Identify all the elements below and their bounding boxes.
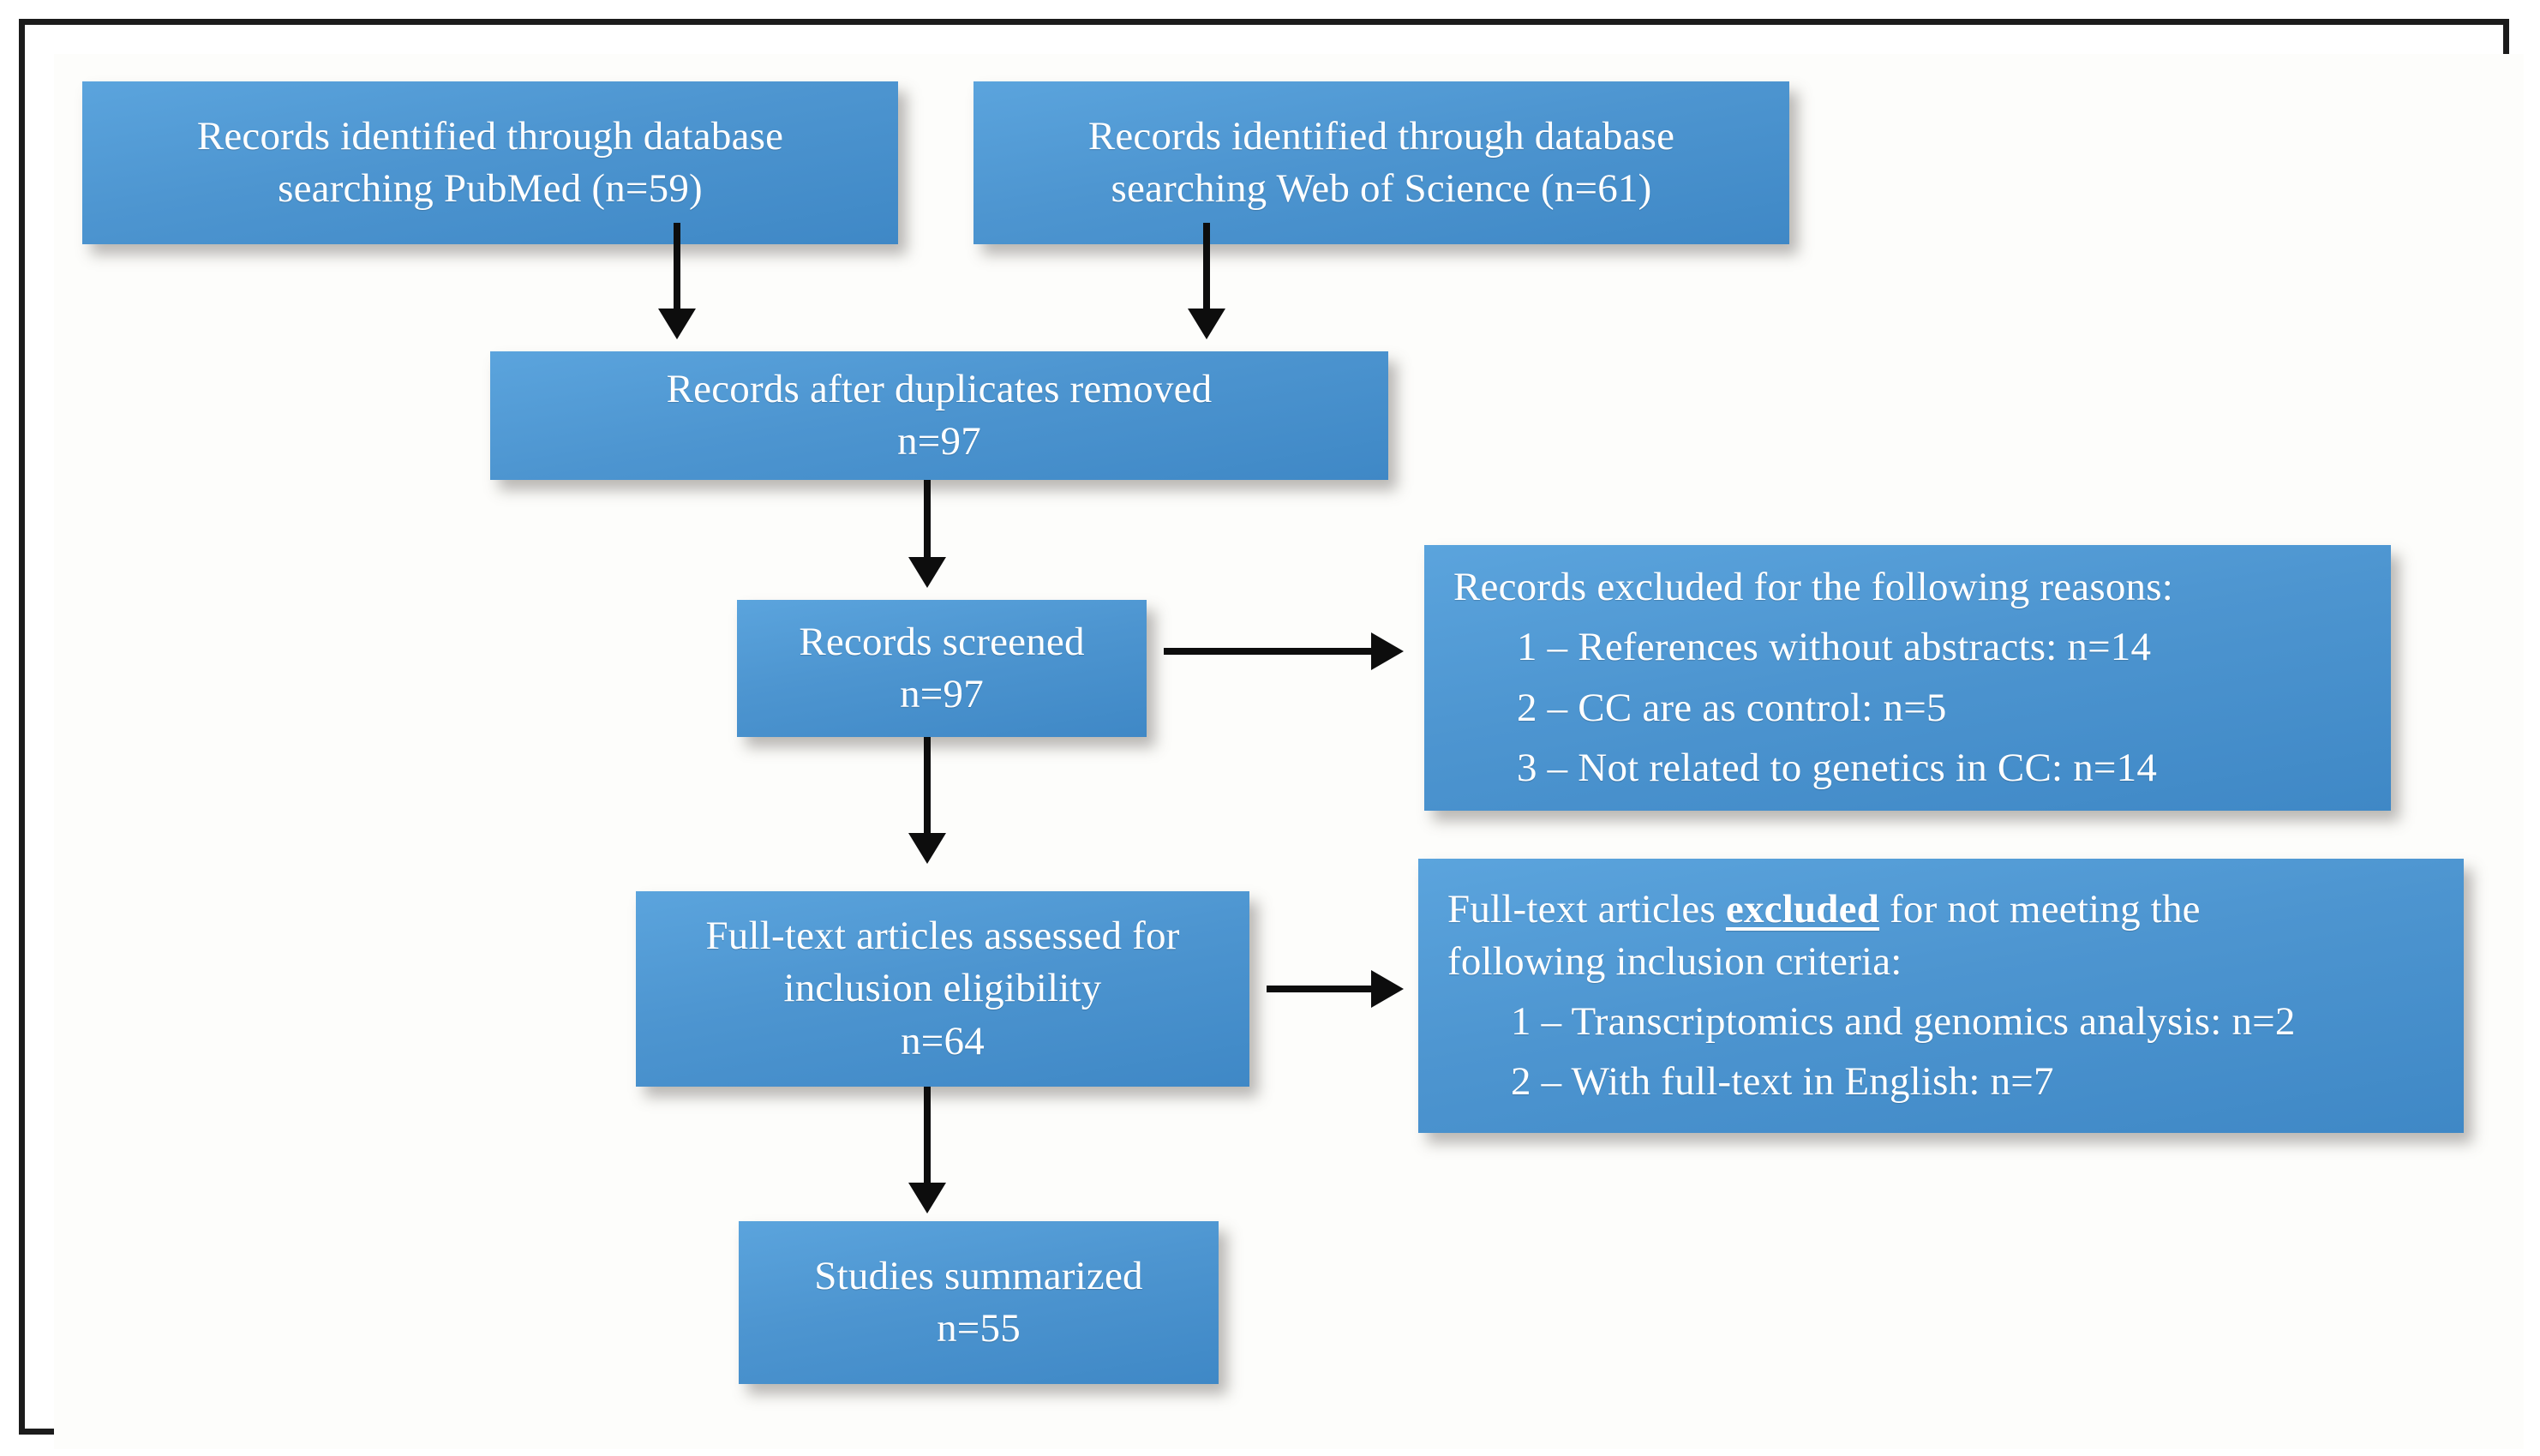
node-fulltext-assessed[interactable]: Full-text articles assessed for inclusio… <box>636 891 1249 1087</box>
node-fulltext-excluded-item-2: 2 – With full-text in English: n=7 <box>1511 1059 2054 1105</box>
connector-screened-to-fulltext <box>924 737 931 840</box>
arrowhead-duplicates-to-screened <box>908 557 946 588</box>
node-records-pubmed-line2: searching PubMed (n=59) <box>278 166 703 211</box>
connector-duplicates-to-screened <box>924 480 931 566</box>
arrowhead-screened-to-fulltext <box>908 833 946 864</box>
node-fulltext-excluded-heading-emphasis: excluded <box>1725 886 1880 932</box>
node-records-wos-line1: Records identified through database <box>1087 113 1675 159</box>
arrowhead-wos-to-duplicates <box>1188 309 1225 339</box>
arrowhead-screened-to-excluded <box>1371 632 1404 670</box>
node-fulltext-excluded-heading-line1: Full-text articles excluded for not meet… <box>1447 884 2201 936</box>
node-studies-summarized-line2: n=55 <box>937 1306 1021 1351</box>
connector-wos-to-duplicates <box>1203 223 1210 317</box>
node-records-screened-line2: n=97 <box>900 672 984 716</box>
node-records-excluded-item-3: 3 – Not related to genetics in CC: n=14 <box>1517 745 2158 790</box>
connector-pubmed-to-duplicates <box>674 223 680 317</box>
node-fulltext-excluded-heading-line2: following inclusion criteria: <box>1447 938 1902 984</box>
node-duplicates-removed-line2: n=97 <box>897 419 981 464</box>
node-records-excluded-item-1: 1 – References without abstracts: n=14 <box>1517 625 2152 670</box>
node-records-screened[interactable]: Records screened n=97 <box>737 600 1147 737</box>
node-records-pubmed[interactable]: Records identified through database sear… <box>82 81 898 244</box>
node-fulltext-excluded[interactable]: Full-text articles excluded for not meet… <box>1418 859 2464 1133</box>
node-records-excluded-item-2: 2 – CC are as control: n=5 <box>1517 685 1947 730</box>
node-duplicates-removed-line1: Records after duplicates removed <box>666 366 1213 411</box>
node-fulltext-assessed-line1: Full-text articles assessed for <box>705 914 1180 959</box>
connector-fulltext-to-excluded <box>1267 986 1378 992</box>
node-records-wos[interactable]: Records identified through database sear… <box>973 81 1789 244</box>
node-records-excluded[interactable]: Records excluded for the following reaso… <box>1424 545 2391 811</box>
node-fulltext-assessed-line3: n=64 <box>901 1018 985 1064</box>
node-records-excluded-heading: Records excluded for the following reaso… <box>1453 565 2174 610</box>
node-fulltext-excluded-item-1: 1 – Transcriptomics and genomics analysi… <box>1511 999 2296 1044</box>
node-fulltext-excluded-heading-b: for not meeting the <box>1879 886 2201 932</box>
node-records-wos-line2: searching Web of Science (n=61) <box>1111 166 1652 211</box>
node-studies-summarized[interactable]: Studies summarized n=55 <box>739 1221 1219 1384</box>
node-records-screened-line1: Records screened <box>799 619 1085 664</box>
node-studies-summarized-line1: Studies summarized <box>814 1253 1143 1298</box>
node-records-pubmed-line1: Records identified through database <box>196 113 784 159</box>
arrowhead-pubmed-to-duplicates <box>658 309 696 339</box>
node-fulltext-assessed-line2: inclusion eligibility <box>783 966 1102 1011</box>
node-fulltext-excluded-heading-a: Full-text articles <box>1447 886 1726 932</box>
arrowhead-fulltext-to-excluded <box>1371 970 1404 1008</box>
node-duplicates-removed[interactable]: Records after duplicates removed n=97 <box>490 351 1388 480</box>
arrowhead-fulltext-to-summarized <box>908 1183 946 1213</box>
connector-fulltext-to-summarized <box>924 1087 931 1189</box>
connector-screened-to-excluded <box>1164 648 1378 655</box>
